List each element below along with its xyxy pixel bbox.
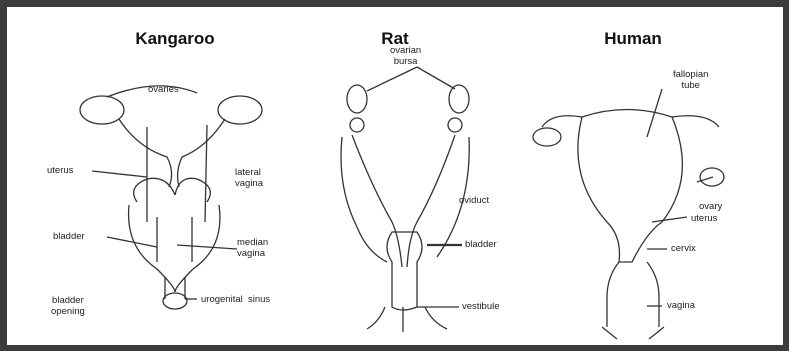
human-vaginal-canal xyxy=(607,262,659,327)
kangaroo-bladder-opening-shape xyxy=(163,293,187,309)
kangaroo-right-horn xyxy=(178,119,225,187)
rat-label-ovarian-bursa: ovarian bursa xyxy=(390,45,421,67)
kangaroo-leader-uterus xyxy=(205,125,207,222)
kangaroo-median-vagina xyxy=(157,217,192,262)
kangaroo-anatomy-drawing xyxy=(80,86,262,309)
human-leader-uterus xyxy=(652,217,687,222)
rat-left-bursa xyxy=(350,118,364,132)
kangaroo-leader-median xyxy=(177,245,237,249)
kangaroo-label-ovaries: ovaries xyxy=(148,84,179,95)
rat-cervix-body xyxy=(387,232,422,310)
kangaroo-label-bladder-opening: bladder opening xyxy=(51,295,85,317)
human-fallopian-tubes xyxy=(542,110,719,128)
human-label-ovary: ovary xyxy=(699,201,722,212)
kangaroo-label-lateral-vagina: lateral vagina xyxy=(235,167,263,189)
kangaroo-label-bladder: bladder xyxy=(53,231,85,242)
human-uterus-body xyxy=(578,117,683,262)
human-label-vagina: vagina xyxy=(667,300,695,311)
kangaroo-label-median-vagina: median vagina xyxy=(237,237,268,259)
rat-label-bladder: bladder xyxy=(465,239,497,250)
kangaroo-left-lateral-vagina xyxy=(134,178,175,202)
human-left-ovary xyxy=(533,128,561,146)
rat-anatomy-drawing xyxy=(341,67,469,332)
kangaroo-leader-uterus-label xyxy=(92,171,147,177)
rat-label-oviduct: oviduct xyxy=(459,195,489,206)
human-vaginal-opening xyxy=(602,327,664,339)
kangaroo-label-uterus: uterus xyxy=(47,165,73,176)
kangaroo-lateral-loop xyxy=(129,205,220,292)
rat-label-vestibule: vestibule xyxy=(462,301,500,312)
rat-right-horn xyxy=(407,135,455,267)
kangaroo-label-urogenital-sinus: urogenital sinus xyxy=(201,294,270,305)
human-label-fallopian-tube: fallopian tube xyxy=(673,69,708,91)
human-label-uterus: uterus xyxy=(691,213,717,224)
rat-right-ovary xyxy=(449,85,469,113)
rat-leader-bursa-right xyxy=(417,67,455,89)
figure-frame: Kangaroo Rat Human xyxy=(7,7,783,345)
human-label-cervix: cervix xyxy=(671,243,696,254)
rat-left-ovary xyxy=(347,85,367,113)
kangaroo-left-ovary xyxy=(80,96,124,124)
rat-right-bursa xyxy=(448,118,462,132)
rat-leader-bursa-left xyxy=(367,67,417,91)
rat-left-horn xyxy=(352,135,402,267)
